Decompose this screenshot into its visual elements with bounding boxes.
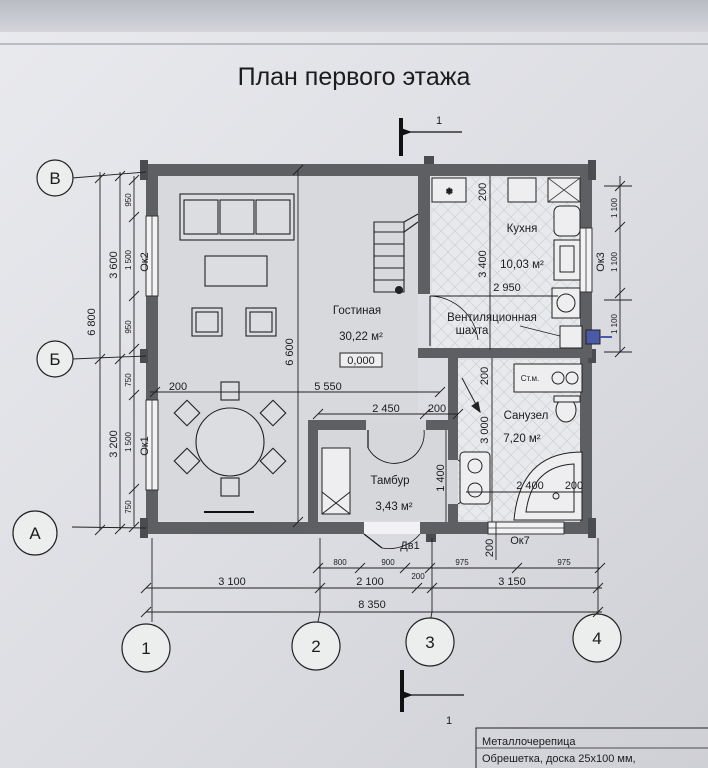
- dim-3000: 3 000: [479, 416, 491, 444]
- dim-right-1100-a: 1 100: [610, 197, 619, 218]
- spec-stamp: [475, 727, 708, 768]
- dim-3400: 3 400: [477, 250, 489, 278]
- svg-text:1: 1: [446, 715, 452, 727]
- vestibule-bench: [321, 447, 351, 515]
- window-ok3-label: Ок3: [595, 252, 607, 272]
- living-room-name: Гостиная: [333, 305, 381, 317]
- svg-text:1: 1: [436, 115, 442, 127]
- plan-title: План первого этажа: [238, 63, 471, 91]
- vent-shaft-label-2: шахта: [456, 325, 489, 337]
- kitchen-fixtures: ✱: [431, 177, 581, 319]
- axis-extension-lines: [71, 171, 632, 623]
- dim-8350: 8 350: [358, 599, 386, 611]
- dim-200-small: 200: [411, 572, 425, 581]
- bathroom-fixtures: [459, 363, 583, 521]
- axis-label-2: 2: [311, 637, 320, 656]
- svg-text:✱: ✱: [446, 187, 453, 196]
- bathroom-name: Санузел: [504, 410, 549, 422]
- axis-label-1: 1: [141, 639, 150, 658]
- entry-door: [363, 522, 421, 549]
- coffee-table: [204, 255, 268, 287]
- dim-200-bath-right: 200: [565, 480, 583, 492]
- axis-label-v: В: [49, 169, 60, 188]
- level-mark: 0,000: [347, 355, 375, 367]
- kitchen-door: [429, 295, 479, 346]
- windows: [145, 215, 593, 535]
- dim-750-b: 750: [124, 500, 133, 514]
- dim-200-a: 200: [169, 381, 187, 393]
- vent-leader-line: [519, 325, 561, 337]
- dim-950-a: 950: [124, 193, 133, 207]
- dim-3150: 3 150: [498, 576, 526, 588]
- section-marker-bottom: 1: [400, 670, 464, 727]
- sofa: [179, 193, 295, 241]
- living-room-area: 30,22 м²: [339, 331, 383, 343]
- stamp-line-2: Обрешетка, доска 25х100 мм,: [482, 753, 636, 765]
- window-ok2-label: Ок2: [139, 252, 151, 272]
- dim-2450: 2 450: [372, 403, 400, 415]
- dim-bath-200: 200: [479, 367, 491, 385]
- dim-975-b: 975: [557, 558, 571, 567]
- dim-right-1100-c: 1 100: [610, 313, 619, 334]
- dim-975-a: 975: [455, 558, 469, 567]
- dim-5550: 5 550: [314, 381, 342, 393]
- window-ok7-label: Ок7: [510, 535, 530, 547]
- dim-900: 900: [381, 558, 395, 567]
- stamp-line-1: Металлочерепица: [482, 736, 576, 748]
- dim-750-a: 750: [124, 373, 133, 387]
- dim-950-b: 950: [124, 320, 133, 334]
- dim-left-total: 6 800: [86, 308, 98, 336]
- inner-vertical-dimensions: [445, 176, 497, 560]
- vestibule-area: 3,43 м²: [375, 501, 412, 513]
- dim-2950: 2 950: [493, 282, 521, 294]
- sheet-shadow-edge: [0, 0, 708, 32]
- axis-bubbles: [12, 159, 622, 673]
- dim-left-lower: 3 200: [108, 430, 120, 458]
- dining-table: [173, 381, 287, 497]
- dim-200-b: 200: [428, 403, 446, 415]
- dim-left-upper: 3 600: [108, 251, 120, 279]
- dim-kitchen-200: 200: [477, 183, 489, 201]
- ventilation-shaft: [559, 325, 612, 349]
- dim-right-1100-b: 1 100: [610, 251, 619, 272]
- dim-1400: 1 400: [435, 464, 447, 492]
- axis-label-3: 3: [425, 633, 434, 652]
- armchairs: [191, 307, 277, 337]
- kitchen-area: 10,03 м²: [500, 259, 544, 271]
- dim-1500-a: 1 500: [124, 249, 133, 270]
- stove-label: Ст.м.: [521, 374, 540, 383]
- dim-800: 800: [333, 558, 347, 567]
- axis-label-4: 4: [592, 629, 601, 648]
- dim-2400: 2 400: [516, 480, 544, 492]
- bathroom-area: 7,20 м²: [503, 433, 540, 445]
- left-dimension-lines: [94, 170, 140, 536]
- axis-label-a: А: [29, 524, 41, 543]
- dim-2100: 2 100: [356, 576, 384, 588]
- vestibule-name: Тамбур: [370, 475, 409, 487]
- door-dv1-label: Дв1: [400, 540, 419, 552]
- dim-6600: 6 600: [284, 338, 296, 366]
- vestibule-door: [366, 420, 426, 464]
- vent-shaft-label-1: Вентиляционная: [447, 312, 537, 324]
- kitchen-name: Кухня: [507, 223, 538, 235]
- middle-vertical-dimension: [292, 164, 304, 528]
- bathroom-arrow: [461, 377, 481, 414]
- dim-200-bottom: 200: [484, 539, 496, 557]
- dim-3100: 3 100: [218, 576, 246, 588]
- staircase: [373, 213, 419, 295]
- bottom-dimension-lines: [140, 562, 606, 618]
- section-marker-top: 1: [399, 115, 462, 156]
- right-dimension-lines: [614, 176, 626, 358]
- inner-horizontal-dimensions: [149, 295, 582, 493]
- axis-label-b: Б: [49, 350, 60, 369]
- window-ok1-label: Ок1: [139, 436, 151, 456]
- level-mark-box: [339, 352, 383, 368]
- dim-1500-b: 1 500: [124, 431, 133, 452]
